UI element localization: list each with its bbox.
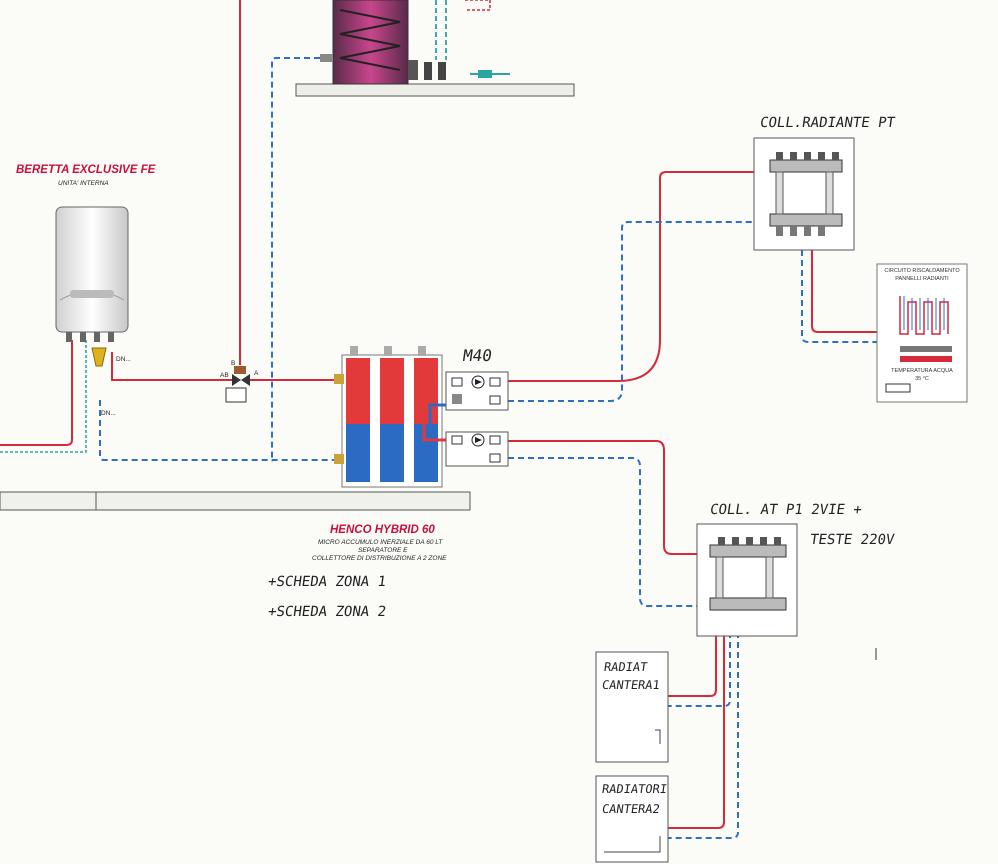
hand-note-m40: M40 [461,346,494,365]
boiler-subtitle: UNITA' INTERNA [58,180,109,187]
boiler-dn-label-2: DN... [101,410,116,417]
collector-radiant-pt [753,137,855,251]
collector-at-p1 [696,523,798,637]
valve-port-ab: AB [220,372,229,379]
module-title: HENCO HYBRID 60 [330,524,435,536]
hand-note-coll-at-2: TESTE 220V [808,532,896,548]
three-way-valve [225,366,250,403]
pump-group-zone-2 [445,431,509,467]
hand-note-rad1-b: CANTERA1 [601,678,661,692]
floor-card-line-1: CIRCUITO RISCALDAMENTO [884,268,960,274]
hand-note-coll-at-1: COLL. AT P1 2VIE + [708,502,863,518]
valve-port-b: B [231,360,236,367]
floor-heating-card [876,263,968,403]
pump-group-zone-1 [445,371,509,411]
hybrid-60-module [334,346,448,488]
floor-card-line-4: 35 °C [915,376,929,382]
hand-note-scheda-1: +SCHEDA ZONA 1 [266,574,388,590]
dhw-storage-tank [295,0,575,97]
floor-card-line-2: PANNELLI RADIANTI [895,276,949,282]
hand-note-scheda-2: +SCHEDA ZONA 2 [266,604,388,620]
boiler-title: BERETTA EXCLUSIVE FE [16,164,156,176]
boiler-unit [55,206,129,367]
module-desc-3: COLLETTORE DI DISTRIBUZIONE A 2 ZONE [312,555,447,562]
boiler-dn-label-1: DN... [116,356,131,363]
module-desc-1: MICRO ACCUMULO INERZIALE DA 60 LT [318,539,443,546]
floor-slab [0,491,471,511]
module-desc-2: SEPARATORE E [358,547,408,554]
hand-note-coll-pt: COLL.RADIANTE PT [758,115,896,131]
hand-note-rad2-a: RADIATORI [601,782,669,796]
hand-note-rad2-b: CANTERA2 [601,802,661,816]
valve-port-a: A [254,370,259,377]
hand-note-rad1-a: RADIAT [603,660,649,674]
radiator-card-1 [595,651,669,763]
radiator-card-2 [595,775,669,863]
floor-card-line-3: TEMPERATURA ACQUA [891,368,953,374]
